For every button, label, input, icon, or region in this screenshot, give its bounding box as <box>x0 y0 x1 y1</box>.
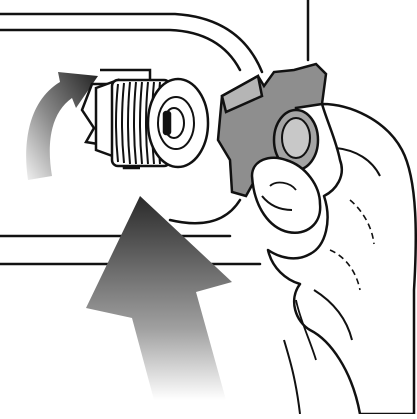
rotate-arrow-icon <box>26 72 98 180</box>
lock-cylinder <box>82 70 208 168</box>
insert-arrow-icon <box>86 196 232 400</box>
key-slot <box>164 112 170 134</box>
